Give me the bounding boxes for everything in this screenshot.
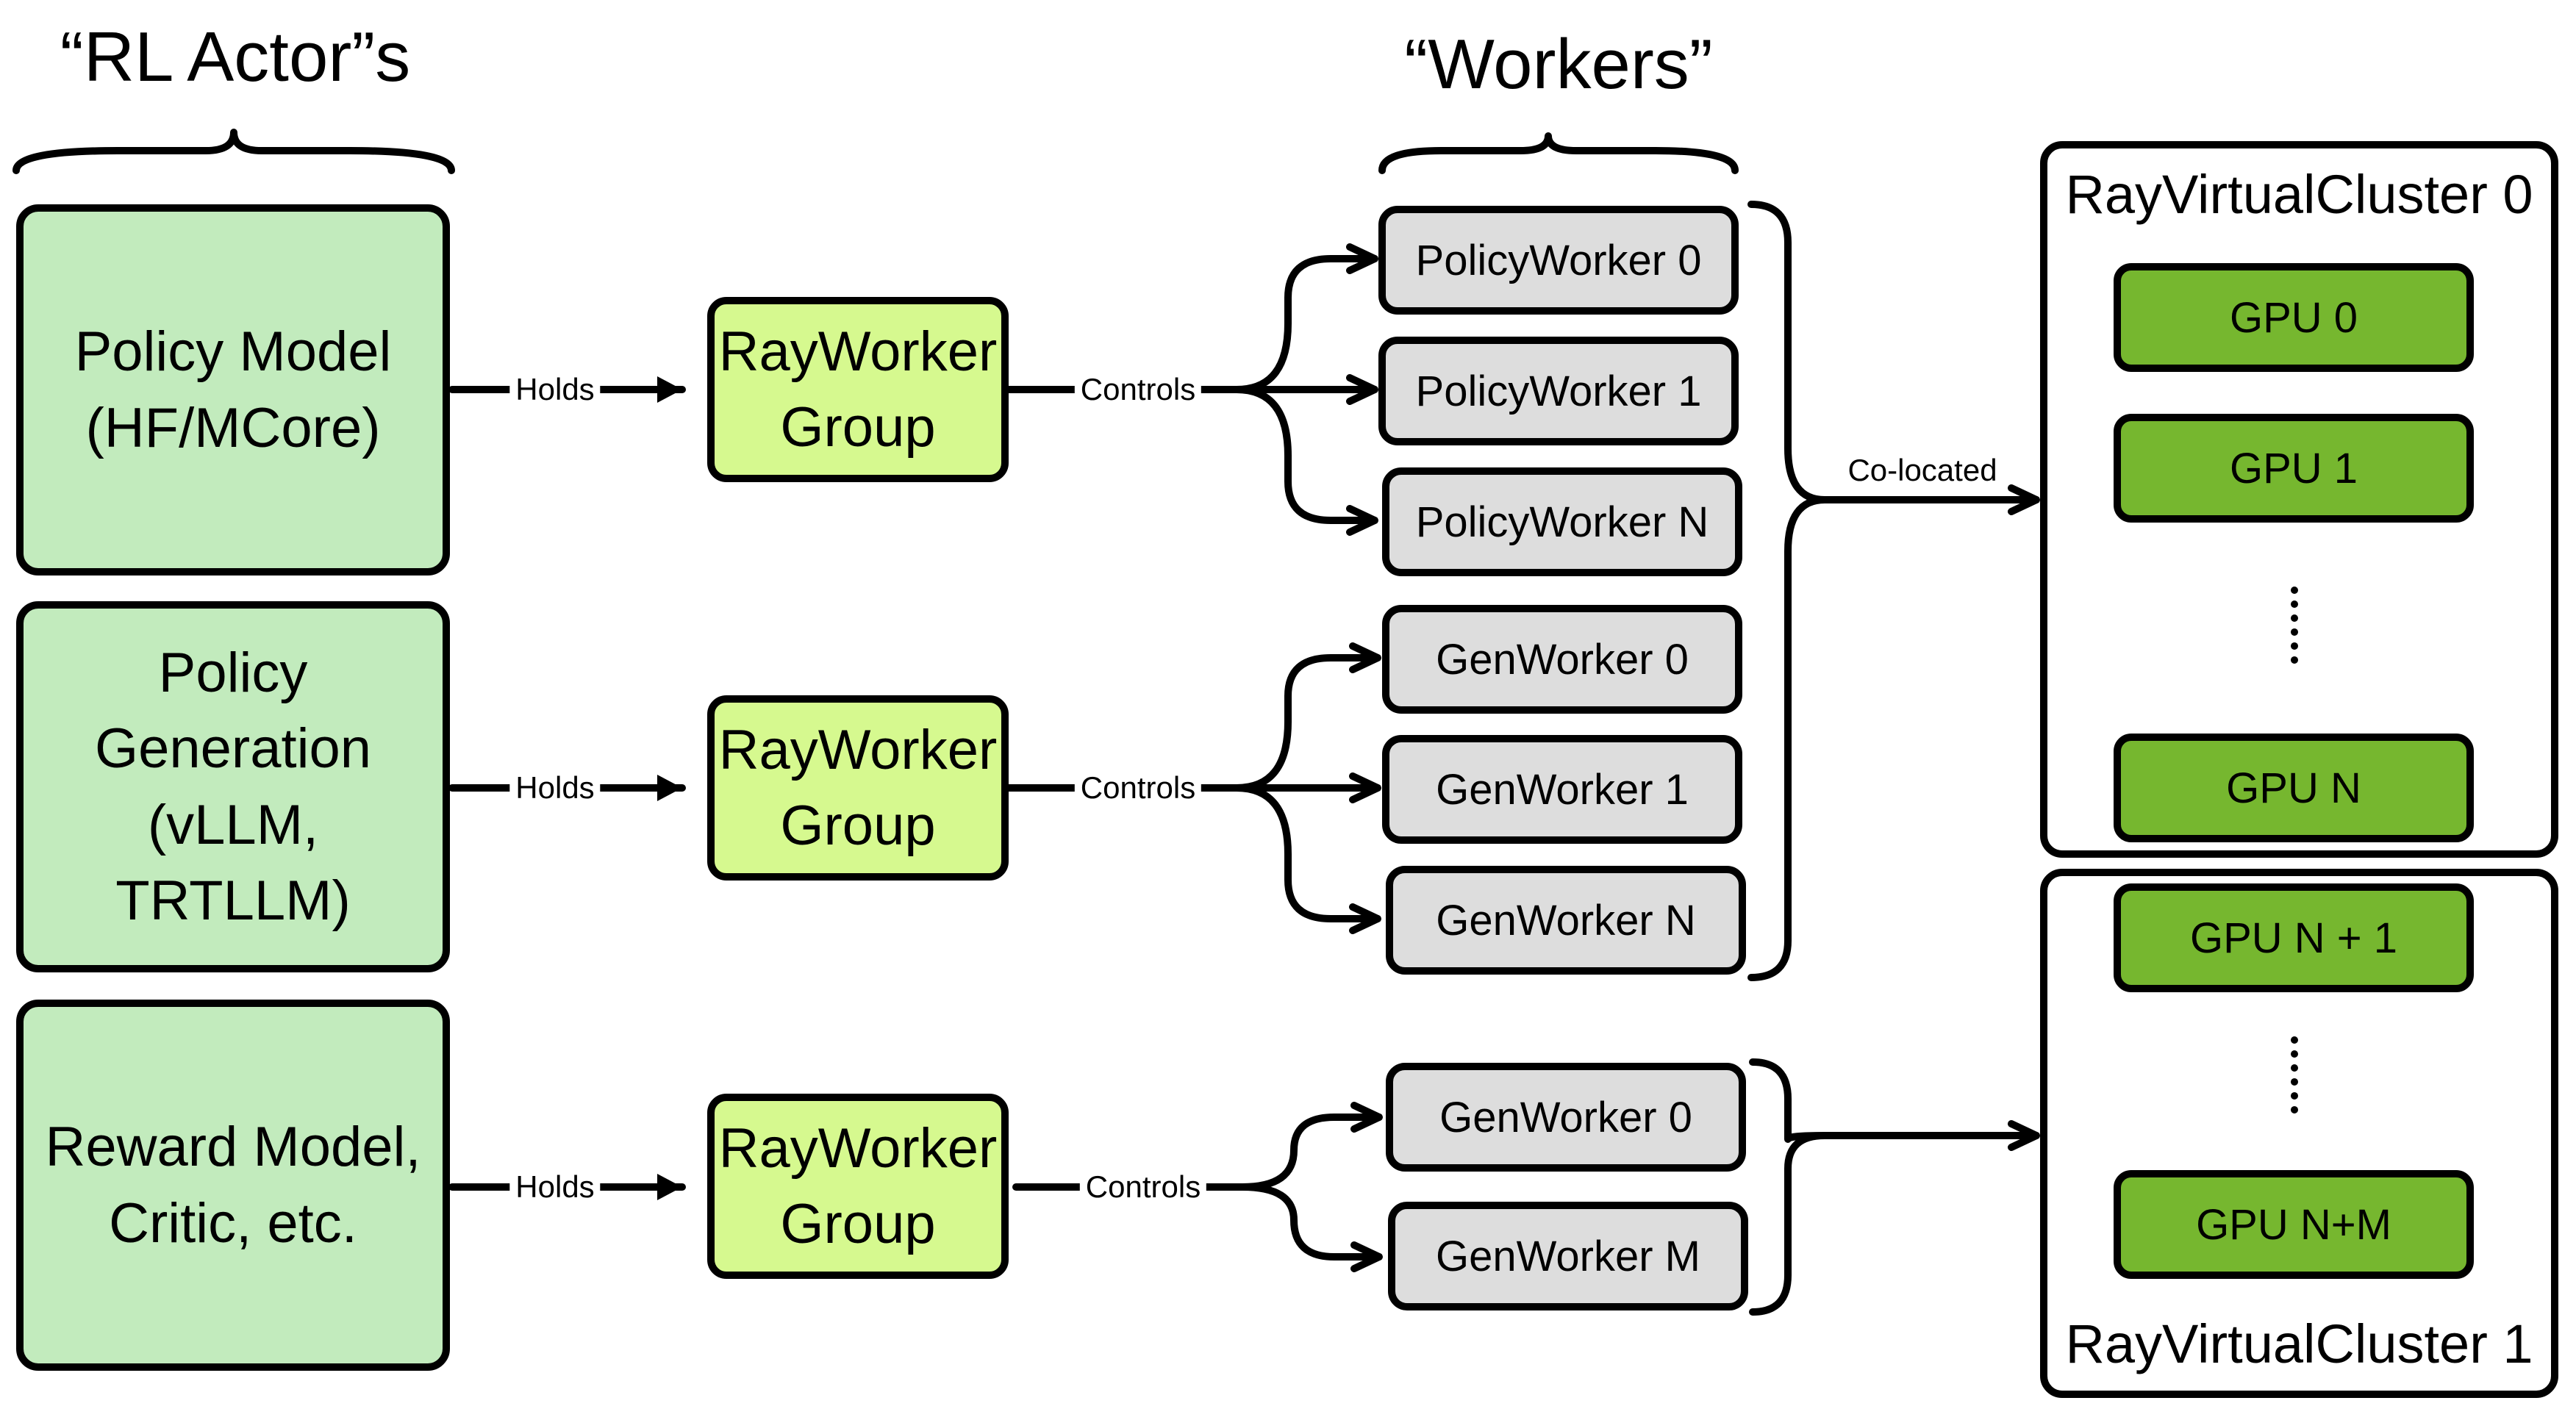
actor-reward-model-line-1: Reward Model,	[45, 1116, 421, 1179]
colocated-label: Co-located	[1842, 451, 2003, 490]
ray-virtual-cluster-0-title: RayVirtualCluster 0	[2065, 164, 2533, 225]
actor-policy-model-line-1: Policy Model	[74, 320, 392, 384]
holds-label-2: Holds	[509, 769, 601, 807]
actor-policy-generation: Policy Generation (vLLM, TRTLLM)	[16, 601, 450, 972]
holds-label-3: Holds	[509, 1168, 601, 1206]
holds-label-1: Holds	[509, 370, 601, 409]
gpu-1: GPU 1	[2114, 414, 2474, 523]
ray-worker-group-2-line-1: RayWorker	[718, 718, 998, 781]
ray-virtual-cluster-1-title: RayVirtualCluster 1	[2065, 1313, 2533, 1374]
gpu-n-plus-1: GPU N + 1	[2114, 883, 2474, 992]
policy-worker-n: PolicyWorker N	[1382, 467, 1742, 576]
fanout-1-bottom	[1233, 386, 1378, 520]
ray-worker-group-1-line-1: RayWorker	[718, 320, 998, 383]
ray-worker-group-1: RayWorker Group	[707, 297, 1009, 482]
rl-actors-heading: “RL Actor”s	[60, 18, 411, 96]
reward-gen-worker-m: GenWorker M	[1388, 1202, 1748, 1310]
ray-worker-group-1-line-2: Group	[780, 396, 936, 459]
fanout-1-top	[1233, 259, 1378, 393]
cluster1-brace	[1749, 1058, 1828, 1316]
actors-brace	[12, 129, 455, 174]
cluster-0-ellipsis	[2291, 587, 2298, 664]
ray-worker-group-3-line-1: RayWorker	[718, 1116, 998, 1180]
policy-worker-1: PolicyWorker 1	[1378, 337, 1739, 445]
gpu-0: GPU 0	[2114, 263, 2474, 372]
ray-worker-group-3-line-2: Group	[780, 1193, 936, 1255]
gen-worker-1: GenWorker 1	[1382, 735, 1742, 844]
fanout-3-bottom	[1239, 1183, 1383, 1257]
cluster-1-ellipsis	[2291, 1036, 2298, 1114]
colocated-brace	[1747, 201, 1828, 981]
controls-label-2: Controls	[1074, 769, 1202, 807]
controls-label-3: Controls	[1079, 1168, 1207, 1206]
ray-worker-group-2: RayWorker Group	[707, 695, 1009, 881]
reward-gen-worker-0: GenWorker 0	[1386, 1063, 1746, 1172]
policy-worker-0: PolicyWorker 0	[1378, 206, 1739, 315]
actor-policy-generation-line-2: Generation	[94, 717, 372, 781]
actor-policy-model-line-2: (HF/MCore)	[85, 396, 381, 459]
actor-reward-model-line-2: Critic, etc.	[109, 1191, 357, 1255]
fanout-2-bottom	[1233, 784, 1381, 919]
fanout-3-top	[1239, 1117, 1383, 1191]
gen-worker-n: GenWorker N	[1386, 866, 1746, 975]
fanout-2-top	[1233, 658, 1381, 792]
workers-heading: “Workers”	[1404, 25, 1713, 104]
workers-brace	[1378, 132, 1739, 174]
actor-policy-model: Policy Model (HF/MCore)	[16, 204, 450, 575]
actor-policy-generation-line-1: Policy	[158, 641, 308, 704]
actor-policy-generation-line-3: (vLLM, TRTLLM)	[115, 793, 351, 932]
ray-worker-group-2-line-2: Group	[780, 795, 936, 857]
gpu-n: GPU N	[2114, 734, 2474, 842]
gpu-n-plus-m: GPU N+M	[2114, 1170, 2474, 1279]
ray-worker-group-3: RayWorker Group	[707, 1094, 1009, 1279]
controls-label-1: Controls	[1074, 370, 1202, 409]
actor-reward-model: Reward Model, Critic, etc.	[16, 1000, 450, 1371]
gen-worker-0: GenWorker 0	[1382, 605, 1742, 714]
